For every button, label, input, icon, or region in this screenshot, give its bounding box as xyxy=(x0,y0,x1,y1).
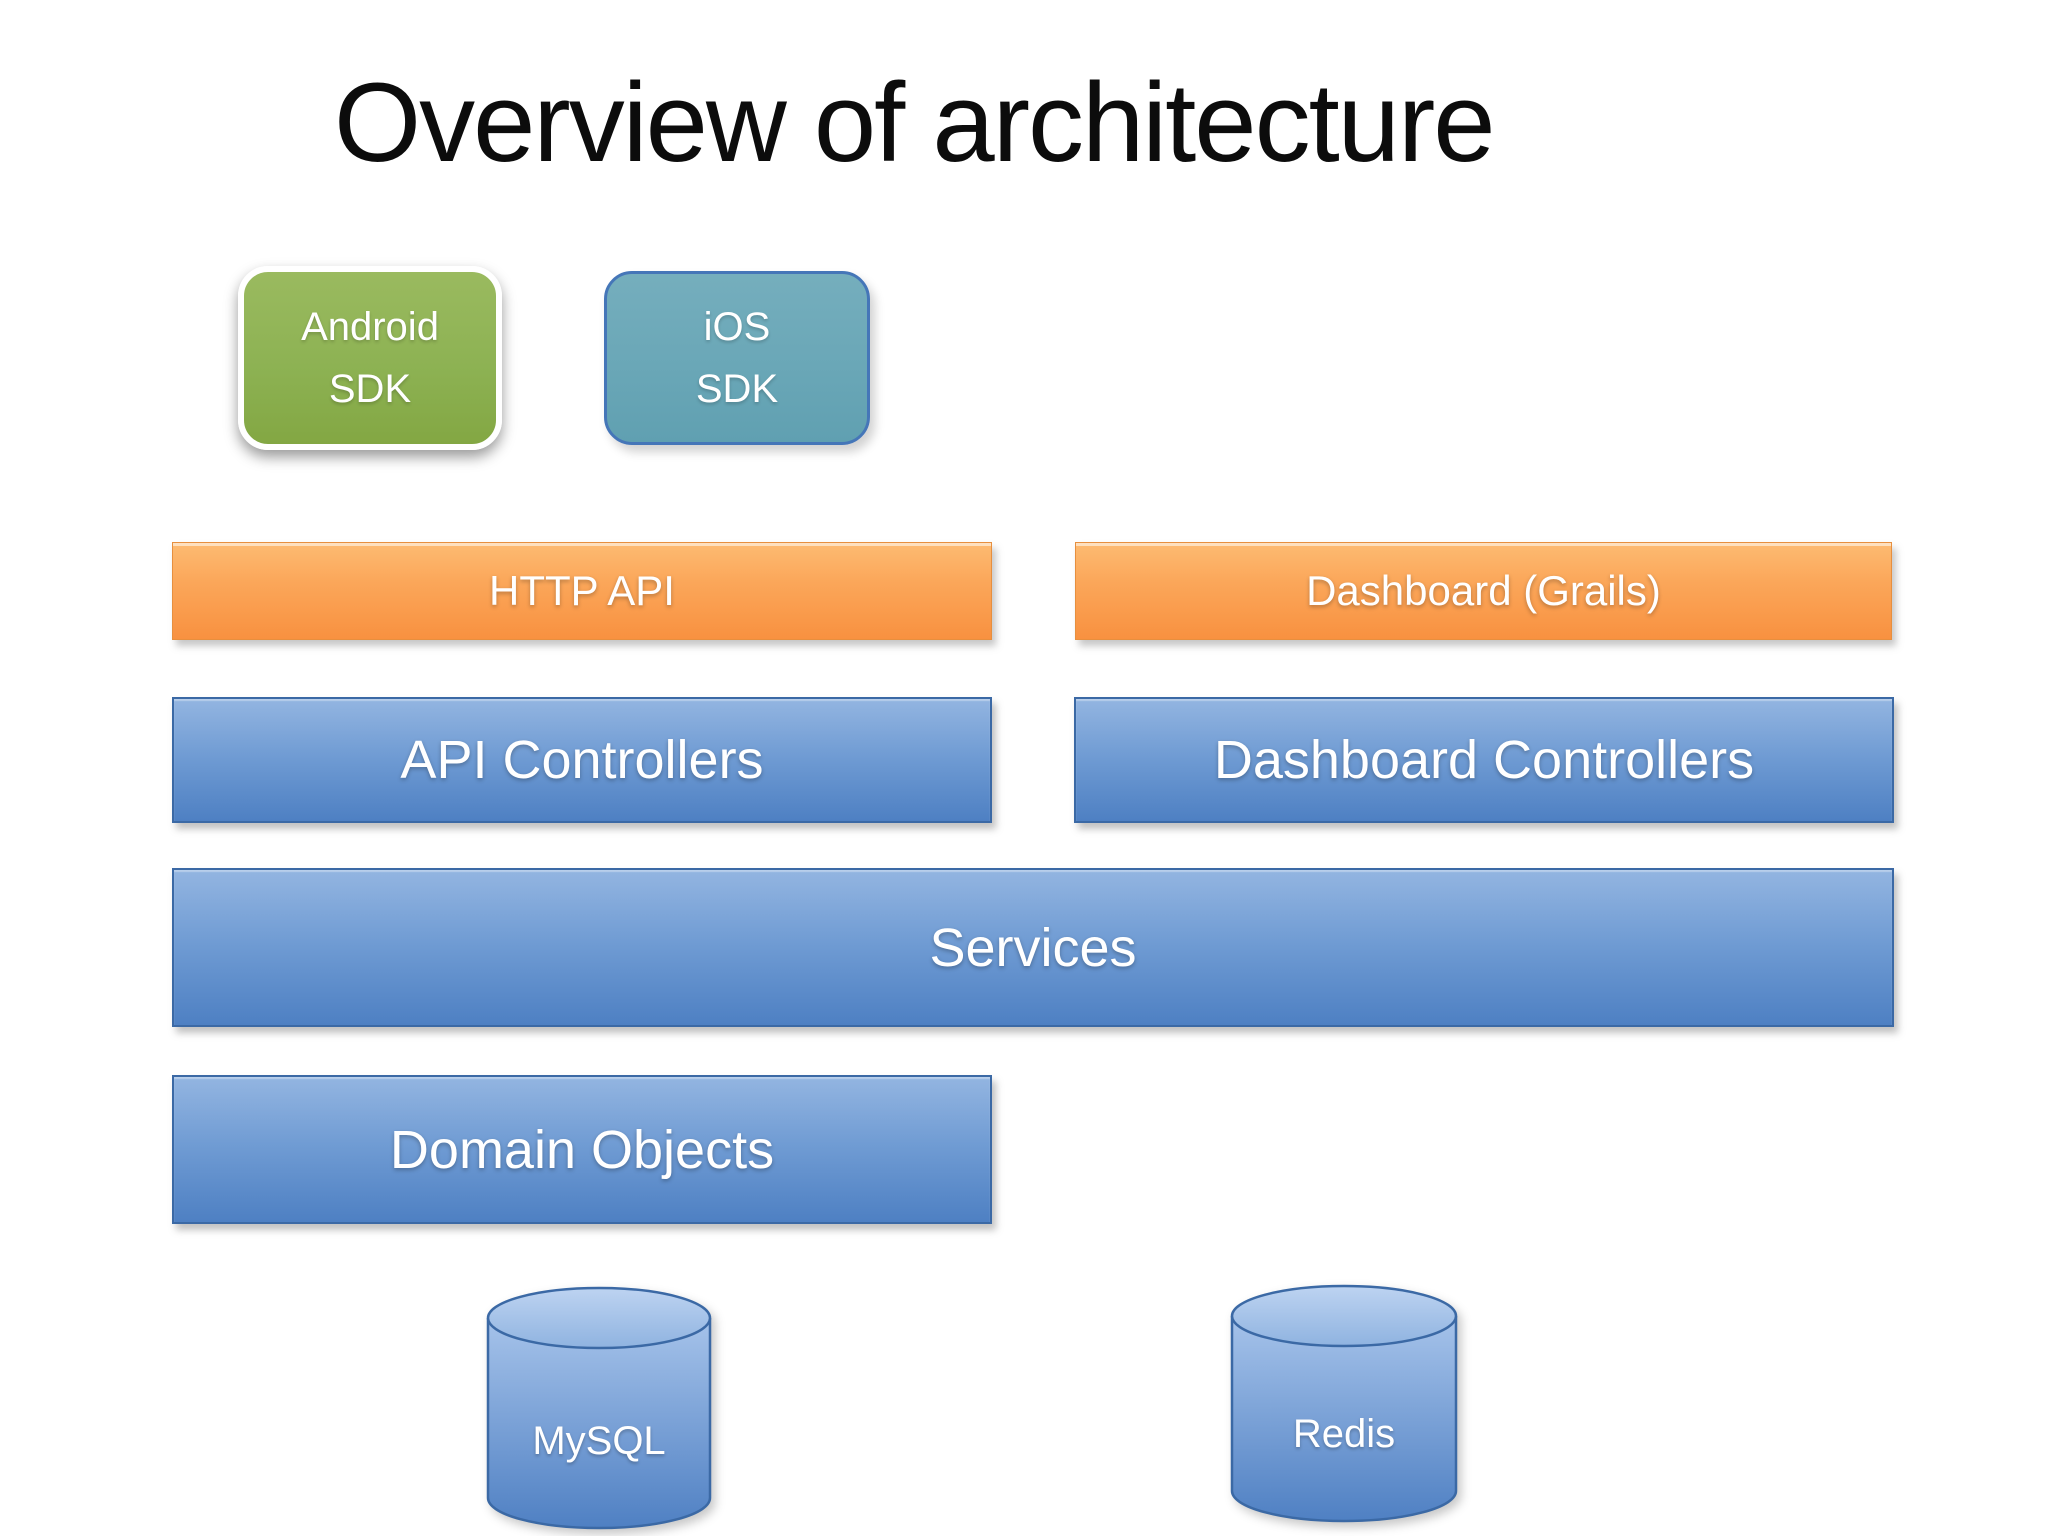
services-label: Services xyxy=(929,917,1137,978)
android-sdk-label-line1: Android xyxy=(301,305,439,349)
services-bar: Services xyxy=(172,868,1894,1027)
ios-sdk-label-line1: iOS xyxy=(703,305,771,349)
domain-objects-label: Domain Objects xyxy=(389,1119,775,1180)
ios-sdk-label-line2: SDK xyxy=(695,367,779,411)
http-api-bar: HTTP API xyxy=(172,542,992,640)
mysql-database: MySQL xyxy=(486,1286,712,1536)
android-sdk-label-line2: SDK xyxy=(328,367,412,411)
database-cylinder-icon xyxy=(1230,1284,1458,1523)
slide-title: Overview of architecture xyxy=(334,60,1496,185)
mysql-label: MySQL xyxy=(532,1418,666,1463)
api-controllers-label: API Controllers xyxy=(400,730,764,790)
redis-database: Redis xyxy=(1230,1284,1458,1526)
redis-label: Redis xyxy=(1292,1412,1396,1457)
http-api-label: HTTP API xyxy=(489,567,675,614)
api-controllers-bar: API Controllers xyxy=(172,697,992,823)
dashboard-controllers-bar: Dashboard Controllers xyxy=(1074,697,1894,823)
dashboard-grails-bar: Dashboard (Grails) xyxy=(1075,542,1892,640)
domain-objects-bar: Domain Objects xyxy=(172,1075,992,1224)
database-cylinder-icon xyxy=(486,1286,712,1530)
dashboard-grails-label: Dashboard (Grails) xyxy=(1306,567,1661,614)
ios-sdk-box: iOS SDK xyxy=(604,271,870,445)
dashboard-controllers-label: Dashboard Controllers xyxy=(1213,730,1755,790)
android-sdk-box: Android SDK xyxy=(238,266,502,450)
